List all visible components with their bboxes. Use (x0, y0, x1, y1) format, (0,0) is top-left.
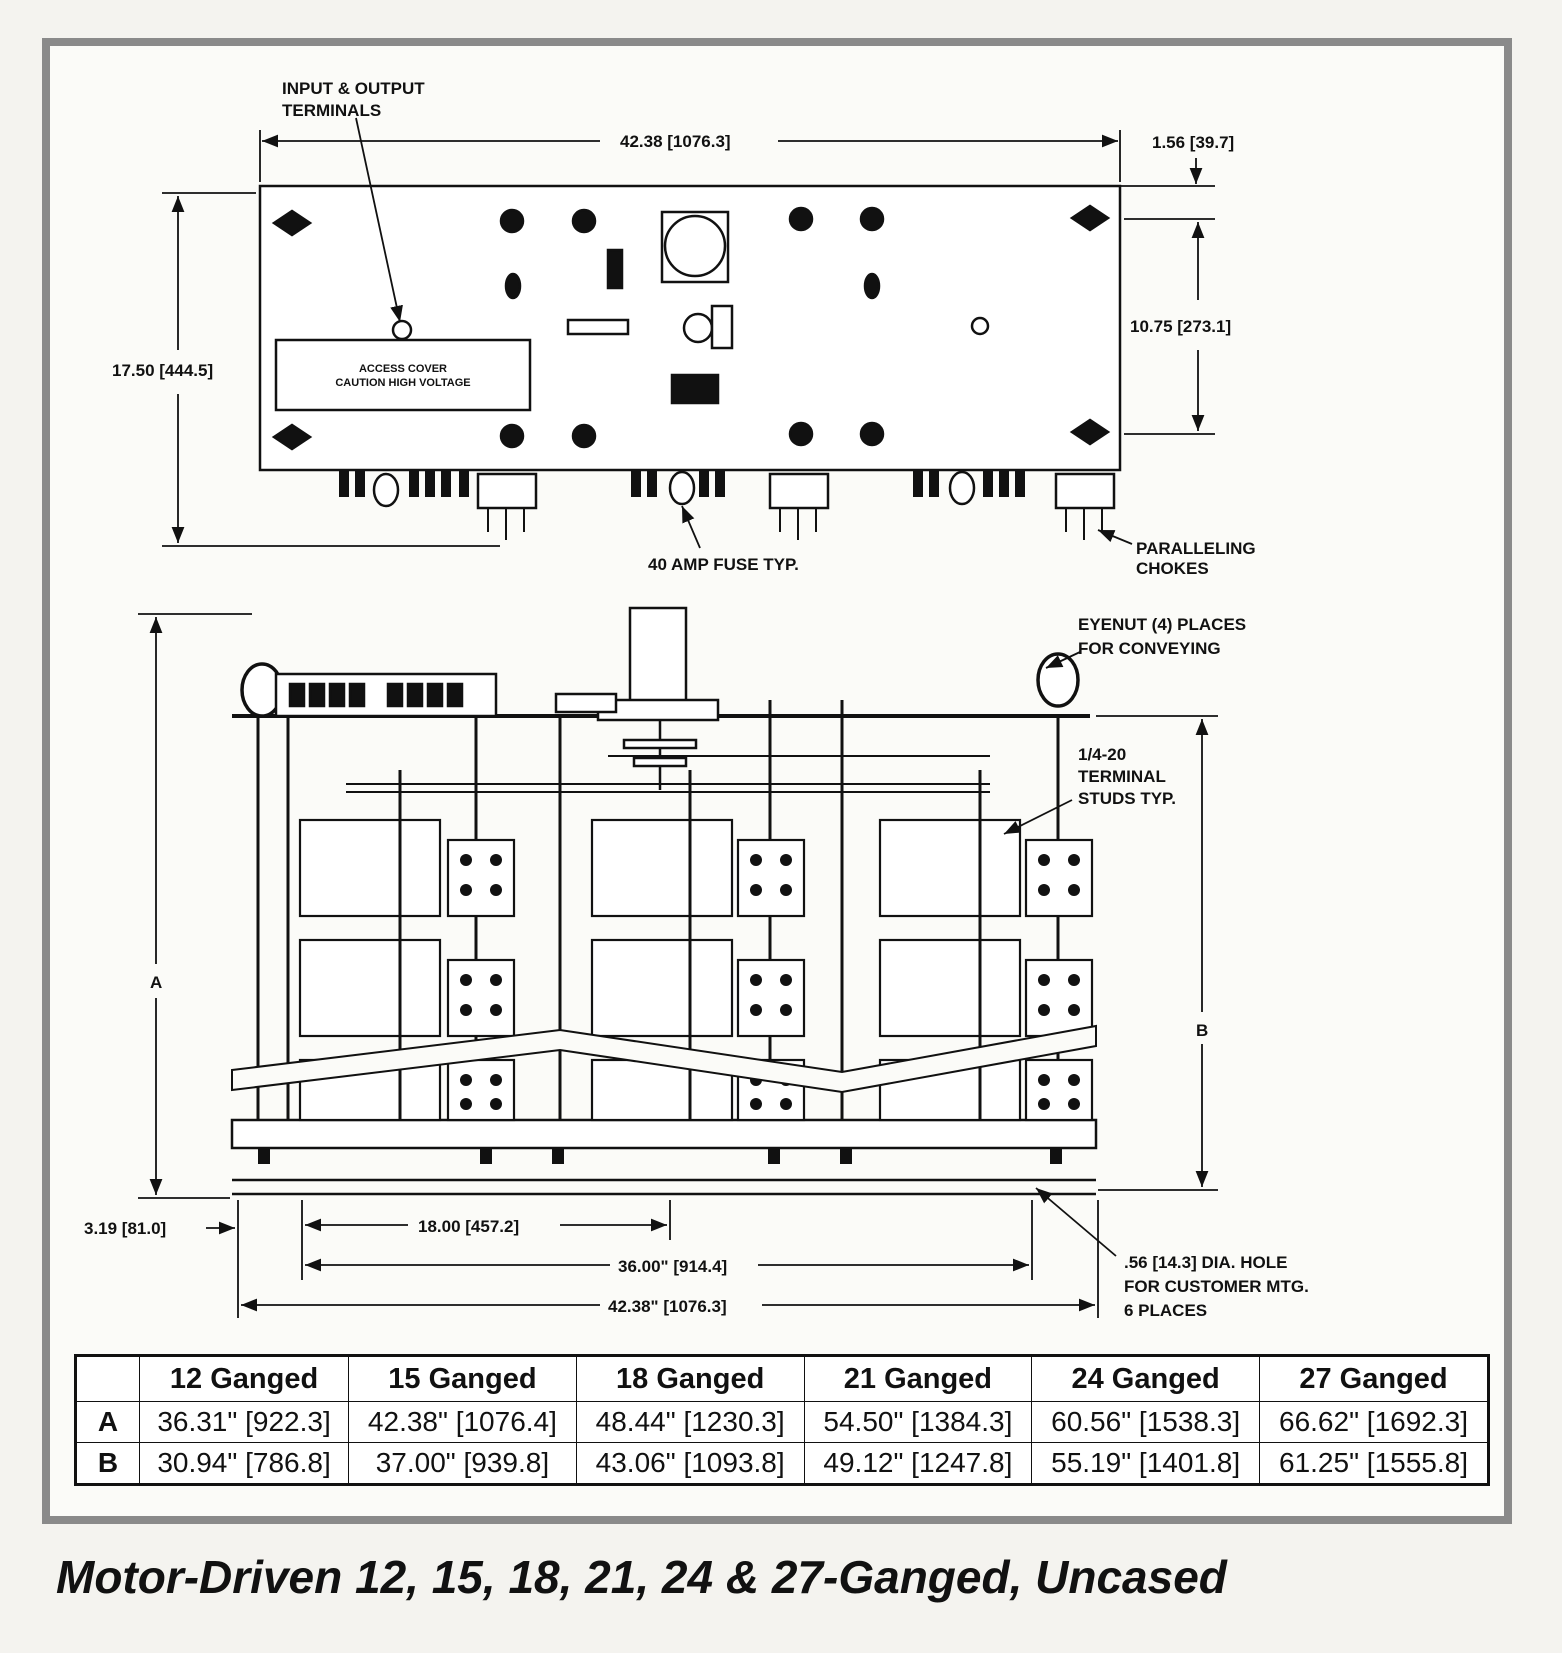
break-line (231, 1024, 1097, 1094)
figure-caption: Motor-Driven 12, 15, 18, 21, 24 & 27-Gan… (56, 1551, 1227, 1603)
side-view-labels: EYENUT (4) PLACES FOR CONVEYING 1/4-20 T… (84, 615, 1309, 1320)
dimension-b-label: B (1196, 1021, 1208, 1040)
studs-callout-line2: TERMINAL (1078, 767, 1166, 786)
hole-callout-line1: .56 [14.3] DIA. HOLE (1124, 1253, 1287, 1272)
top-view (258, 184, 1122, 540)
table-cell: 54.50" [1384.3] (803, 1401, 1033, 1443)
end-offset-label: 3.19 [81.0] (84, 1219, 166, 1238)
terminal-board (736, 958, 806, 1038)
fuse-icon (372, 470, 976, 508)
chokes-callout-line2: CHOKES (1136, 559, 1209, 578)
variac-unit (878, 938, 1022, 1038)
terminal-strip-icon (566, 318, 630, 336)
fuse-callout: 40 AMP FUSE TYP. (648, 555, 799, 574)
table-row: B 30.94" [786.8] 37.00" [939.8] 43.06" [… (75, 1442, 1489, 1485)
top-view-labels: 42.38 [1076.3] 1.56 [39.7] 17.50 [444.5]… (112, 79, 1256, 578)
brush-assembly-icon (682, 304, 734, 350)
table-cell: 49.12" [1247.8] (803, 1442, 1033, 1485)
table-column-header: 15 Ganged (348, 1355, 577, 1402)
panel-fastener-icon (499, 206, 885, 449)
variac-unit (878, 818, 1022, 918)
mount-spacing-label: 10.75 [273.1] (1130, 317, 1231, 336)
terminal-board (1024, 1058, 1094, 1122)
corner-mount-icon (271, 204, 1111, 451)
access-cover-warning: CAUTION HIGH VOLTAGE (335, 377, 470, 389)
studs-callout-line3: STUDS TYP. (1078, 789, 1176, 808)
terminal-board (1024, 958, 1094, 1038)
table-cell: 48.44" [1230.3] (575, 1401, 805, 1443)
dimension-a-label: A (150, 973, 162, 992)
hole-callout-line3: 6 PLACES (1124, 1301, 1207, 1320)
table-column-header: 21 Ganged (803, 1355, 1033, 1402)
table-column-header: 24 Ganged (1031, 1355, 1260, 1402)
table-column-header: 27 Ganged (1259, 1355, 1489, 1402)
top-view-dimensions (162, 117, 1215, 549)
terminal-board (446, 838, 516, 918)
table-cell: 37.00" [939.8] (348, 1442, 577, 1485)
table-cell: 43.06" [1093.8] (575, 1442, 805, 1485)
spacing-36-label: 36.00" [914.4] (618, 1257, 727, 1276)
table-corner-cell (75, 1355, 140, 1402)
table-cell: 42.38" [1076.4] (348, 1401, 577, 1443)
limit-switch-icon (504, 248, 881, 300)
variac-unit (298, 938, 442, 1038)
terminal-board (446, 958, 516, 1038)
table-header-row: 12 Ganged 15 Ganged 18 Ganged 21 Ganged … (75, 1355, 1489, 1402)
row-label-b: B (75, 1442, 140, 1485)
terminal-board (1024, 838, 1094, 918)
studs-callout-line1: 1/4-20 (1078, 745, 1126, 764)
side-view-dimensions (138, 613, 1218, 1318)
variac-unit (590, 818, 734, 918)
eyenut-callout-line1: EYENUT (4) PLACES (1078, 615, 1246, 634)
table-cell: 55.19" [1401.8] (1031, 1442, 1260, 1485)
base-channel (230, 1118, 1098, 1150)
terminal-block-icon (274, 672, 498, 718)
spacing-18-label: 18.00 [457.2] (418, 1217, 519, 1236)
foot-bolt-icon (258, 1148, 1062, 1164)
table-row: A 36.31" [922.3] 42.38" [1076.4] 48.44" … (75, 1401, 1489, 1443)
variac-unit (590, 1058, 734, 1122)
table-cell: 66.62" [1692.3] (1259, 1401, 1489, 1443)
access-cover (274, 338, 532, 412)
variac-unit (298, 818, 442, 918)
hole-callout-line2: FOR CUSTOMER MTG. (1124, 1277, 1309, 1296)
eyenut-icon (240, 652, 1080, 718)
table-cell: 36.31" [922.3] (138, 1401, 350, 1443)
terminal-post-icon (391, 319, 413, 341)
fuse-choke-row (339, 471, 1025, 497)
row-label-a: A (75, 1401, 140, 1443)
table-column-header: 12 Ganged (138, 1355, 350, 1402)
overall-length-label: 42.38" [1076.3] (608, 1297, 727, 1316)
indicator-hole-icon (970, 316, 990, 336)
choke-lead-icon (487, 508, 1103, 540)
terminals-callout-line1: INPUT & OUTPUT (282, 79, 425, 98)
edge-offset-label: 1.56 [39.7] (1152, 133, 1234, 152)
motor-drive-icon (554, 606, 720, 790)
eyenut-callout-line2: FOR CONVEYING (1078, 639, 1221, 658)
chokes-callout-line1: PARALLELING (1136, 539, 1256, 558)
table-cell: 30.94" [786.8] (138, 1442, 350, 1485)
table-cell: 60.56" [1538.3] (1031, 1401, 1260, 1443)
terminals-callout-line2: TERMINALS (282, 101, 381, 120)
side-view (230, 606, 1098, 1196)
overall-width-label: 42.38 [1076.3] (620, 132, 731, 151)
terminal-board (446, 1058, 516, 1122)
height-label: 17.50 [444.5] (112, 361, 213, 380)
variac-unit (590, 938, 734, 1038)
access-cover-text: ACCESS COVER (359, 363, 447, 375)
table-column-header: 18 Ganged (575, 1355, 805, 1402)
table-cell: 61.25" [1555.8] (1259, 1442, 1489, 1485)
ganged-unit-grid (298, 818, 1094, 1122)
motor-housing-icon (660, 210, 730, 284)
nameplate-icon (670, 373, 720, 405)
coupling-shaft-icon (346, 755, 990, 793)
terminal-board (736, 838, 806, 918)
dimension-table: 12 Ganged 15 Ganged 18 Ganged 21 Ganged … (74, 1354, 1490, 1486)
